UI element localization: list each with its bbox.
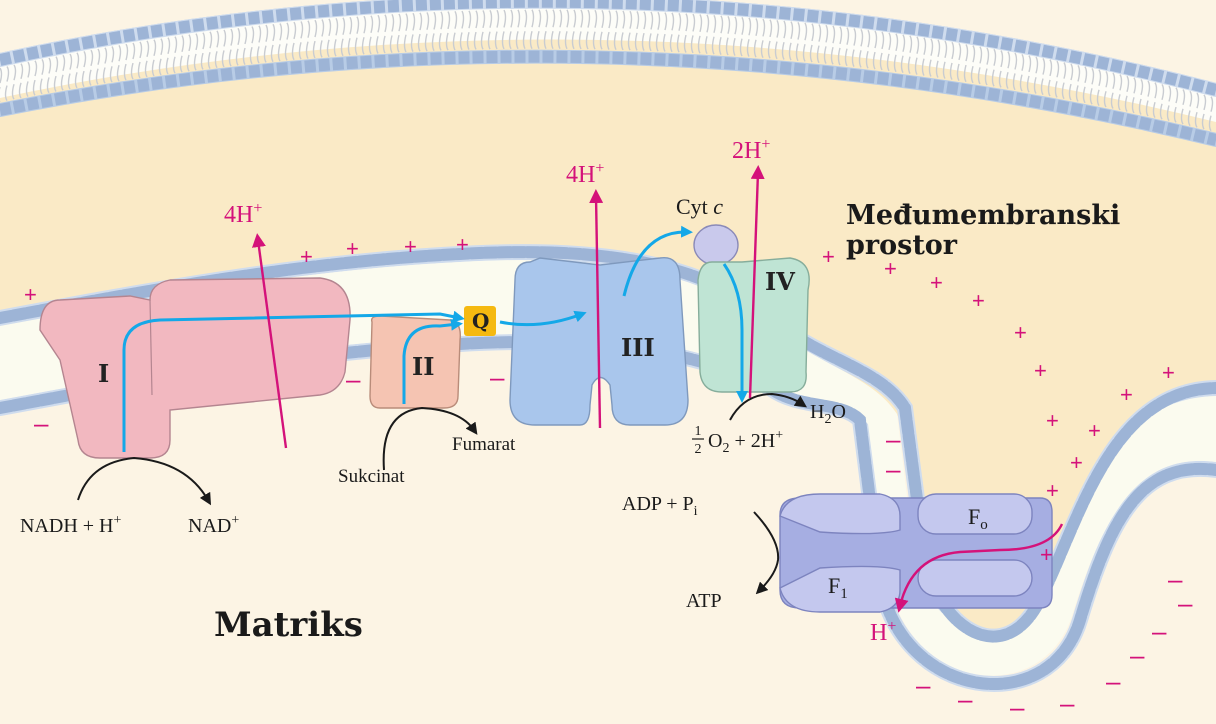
intermembrane-space-label-line1: Međumembranski [846, 200, 1120, 231]
svg-text:+: + [1040, 542, 1053, 567]
svg-text:–: – [490, 362, 505, 392]
svg-text:+: + [1070, 450, 1083, 475]
complex-I-label: I [98, 359, 109, 388]
cyt-c-label: Cyt c [676, 194, 723, 219]
svg-text:+: + [1014, 320, 1027, 345]
svg-text:–: – [1106, 666, 1121, 696]
svg-text:–: – [346, 364, 361, 394]
svg-text:O2 + 2H+: O2 + 2H+ [708, 428, 783, 456]
svg-text:–: – [1130, 640, 1145, 670]
svg-text:+: + [346, 236, 359, 261]
svg-text:–: – [1178, 588, 1193, 618]
svg-text:+: + [1120, 382, 1133, 407]
complex-II-label: II [412, 352, 434, 381]
svg-text:+: + [1034, 358, 1047, 383]
svg-text:–: – [886, 424, 901, 454]
svg-text:+: + [1046, 478, 1059, 503]
svg-text:+: + [972, 288, 985, 313]
ubiquinone-label: Q [472, 309, 489, 333]
svg-text:+: + [404, 234, 417, 259]
svg-text:1: 1 [695, 424, 702, 439]
atp-label: ATP [686, 590, 722, 612]
succinate-label: Sukcinat [338, 466, 405, 487]
svg-text:+: + [822, 244, 835, 269]
complex-IV-label: IV [765, 267, 795, 296]
svg-text:+: + [1162, 360, 1175, 385]
fumarate-label: Fumarat [452, 434, 516, 455]
intermembrane-space-label-line2: prostor [846, 230, 958, 261]
nadh-label: NADH + H+ [20, 513, 122, 537]
svg-text:–: – [958, 684, 973, 714]
matrix-label: Matriks [214, 605, 363, 645]
svg-text:–: – [1152, 616, 1167, 646]
svg-text:+: + [884, 256, 897, 281]
svg-text:+: + [930, 270, 943, 295]
svg-text:+: + [300, 244, 313, 269]
svg-text:2: 2 [695, 442, 702, 457]
svg-text:–: – [1010, 692, 1025, 722]
svg-text:+: + [1088, 418, 1101, 443]
complex-III-label: III [621, 333, 655, 362]
svg-text:–: – [34, 408, 49, 438]
cytochrome-c [694, 225, 738, 265]
svg-text:+: + [456, 232, 469, 257]
F0-lower-subunit [918, 560, 1032, 596]
svg-text:+: + [24, 282, 37, 307]
svg-text:–: – [886, 454, 901, 484]
svg-text:–: – [1060, 688, 1075, 718]
svg-text:–: – [916, 670, 931, 700]
svg-text:+: + [1046, 408, 1059, 433]
